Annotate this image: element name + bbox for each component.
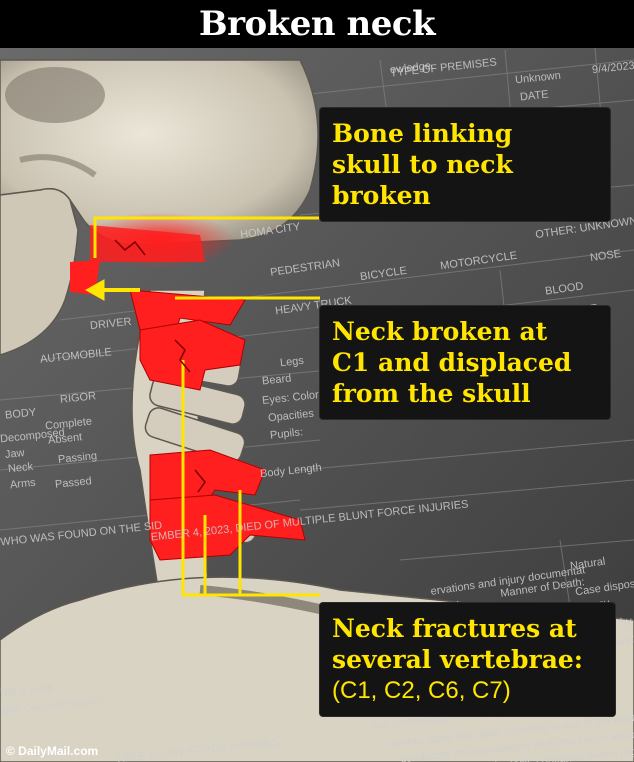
- callout-c1-line: C1 and displaced: [332, 348, 572, 377]
- leader-line-skull-link: [93, 216, 320, 258]
- callout-fractures: Neck fractures at several vertebrae: (C1…: [320, 603, 615, 716]
- callout-skull-link-line: Bone linking: [332, 119, 513, 148]
- callout-fractures-vertebrae: (C1, C2, C6, C7): [332, 677, 511, 704]
- form-text: Jaw: [4, 447, 26, 461]
- eye-socket: [5, 67, 105, 123]
- fractured-vertebrae-c1-c2: [129, 289, 246, 391]
- form-text: Legs: [279, 354, 305, 370]
- cheekbone: [19, 154, 97, 178]
- title-bar: Broken neck: [0, 0, 634, 48]
- fractured-vertebrae-c6-c7: [149, 449, 306, 561]
- callout-c1-line: Neck broken at: [332, 317, 548, 346]
- fracture-lines: [114, 239, 206, 493]
- skull-base-fracture: [90, 225, 205, 262]
- page-title: Broken neck: [198, 4, 436, 44]
- callout-fractures-line: Neck fractures at: [332, 614, 577, 643]
- callout-skull-link-line: skull to neck: [332, 150, 513, 179]
- callout-skull-link: Bone linking skull to neck broken: [320, 108, 610, 221]
- leader-line-fractures: [181, 360, 320, 597]
- callout-lines: [93, 216, 320, 597]
- illustration: TYPE OF PREMISESUnknownDATE9/4/2023FOUND…: [0, 48, 634, 762]
- callout-fractures-line: several vertebrae:: [332, 645, 584, 674]
- arrow-left-icon: [84, 279, 140, 301]
- credit-label: © DailyMail.com: [6, 744, 99, 758]
- callout-c1: Neck broken at C1 and displaced from the…: [320, 306, 610, 419]
- callout-skull-link-line: broken: [332, 181, 431, 210]
- callout-c1-line: from the skull: [332, 379, 531, 408]
